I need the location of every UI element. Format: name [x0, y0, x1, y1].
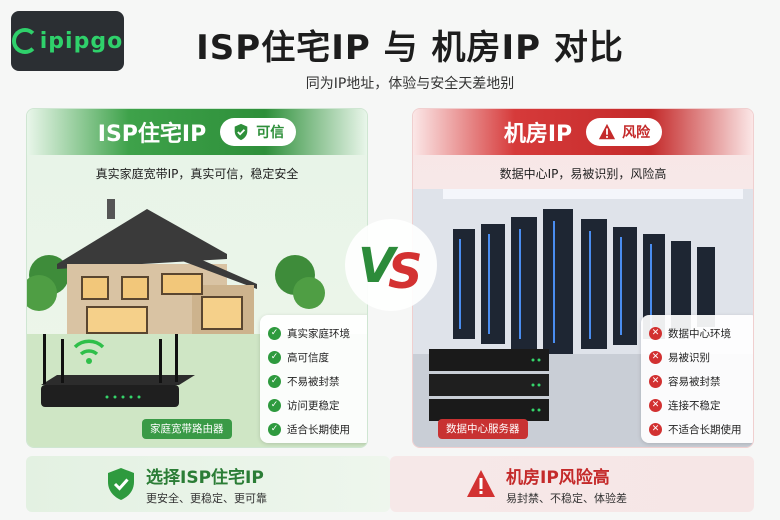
check-icon: ✓	[268, 398, 281, 412]
brand-logo: ipipgo	[11, 11, 124, 71]
check-icon: ✓	[268, 422, 281, 436]
footer-subtitle: 更安全、更稳定、更可靠	[146, 491, 267, 505]
warning-triangle-icon	[599, 123, 616, 140]
cross-icon: ✕	[649, 422, 662, 436]
footer-recommend: 选择ISP住宅IP 更安全、更稳定、更可靠	[26, 456, 390, 512]
footer-warning: 机房IP风险高 易封禁、不稳定、体验差	[390, 456, 754, 512]
footer-title: 机房IP风险高	[506, 467, 610, 488]
list-item: ✕易被识别	[649, 345, 751, 369]
logo-ring-icon	[11, 28, 38, 54]
panel-title: 机房IP	[503, 122, 573, 147]
badge-label: 风险	[622, 125, 651, 141]
cross-icon: ✕	[649, 374, 662, 388]
vs-graphic: V S	[345, 219, 437, 311]
cross-icon: ✕	[649, 398, 662, 412]
feature-list: ✓真实家庭环境 ✓高可信度 ✓不易被封禁 ✓访问更稳定 ✓适合长期使用	[260, 315, 367, 443]
vs-s-letter: S	[388, 244, 423, 300]
footer-title: 选择ISP住宅IP	[146, 467, 264, 488]
list-item: ✓真实家庭环境	[268, 321, 367, 345]
shield-check-icon	[108, 468, 134, 500]
device-label: 数据中心服务器	[438, 419, 528, 439]
list-item: ✕不适合长期使用	[649, 417, 751, 441]
list-item: ✕数据中心环境	[649, 321, 751, 345]
footer-subtitle: 易封禁、不稳定、体验差	[506, 491, 627, 505]
list-item: ✓访问更稳定	[268, 393, 367, 417]
badge-label: 可信	[256, 125, 285, 141]
check-icon: ✓	[268, 350, 281, 364]
page-title: ISP住宅IP 与 机房IP 对比	[196, 28, 624, 68]
trusted-badge: 可信	[220, 118, 297, 146]
panel-description: 真实家庭宽带IP，真实可信，稳定安全	[95, 167, 299, 181]
isp-residential-panel: ISP住宅IP 可信 真实家庭宽带IP，真实可信，稳定安全	[26, 108, 368, 448]
check-icon: ✓	[268, 326, 281, 340]
risk-badge: 风险	[586, 118, 663, 146]
list-item: ✕连接不稳定	[649, 393, 751, 417]
device-label: 家庭宽带路由器	[142, 419, 232, 439]
panel-header: ISP住宅IP 可信	[27, 109, 367, 155]
list-item: ✓适合长期使用	[268, 417, 367, 441]
list-item: ✓高可信度	[268, 345, 367, 369]
risk-list: ✕数据中心环境 ✕易被识别 ✕容易被封禁 ✕连接不稳定 ✕不适合长期使用	[641, 315, 753, 443]
cross-icon: ✕	[649, 350, 662, 364]
vs-v-letter: V	[358, 238, 399, 294]
shield-check-icon	[234, 123, 248, 141]
panel-header: 机房IP 风险	[413, 109, 753, 155]
house-illustration	[27, 189, 367, 447]
house-scene-image	[27, 199, 367, 447]
page-subtitle: 同为IP地址，体验与安全天差地别	[305, 76, 515, 92]
datacenter-panel: 机房IP 风险 数据中心IP，易被识别，风险高	[412, 108, 754, 448]
list-item: ✕容易被封禁	[649, 369, 751, 393]
warning-triangle-icon	[467, 470, 495, 497]
cross-icon: ✕	[649, 326, 662, 340]
panel-description: 数据中心IP，易被识别，风险高	[499, 167, 667, 181]
list-item: ✓不易被封禁	[268, 369, 367, 393]
vs-emblem: V S	[336, 210, 446, 320]
check-icon: ✓	[268, 374, 281, 388]
logo-text: ipipgo	[39, 28, 124, 54]
panel-title: ISP住宅IP	[97, 122, 207, 147]
